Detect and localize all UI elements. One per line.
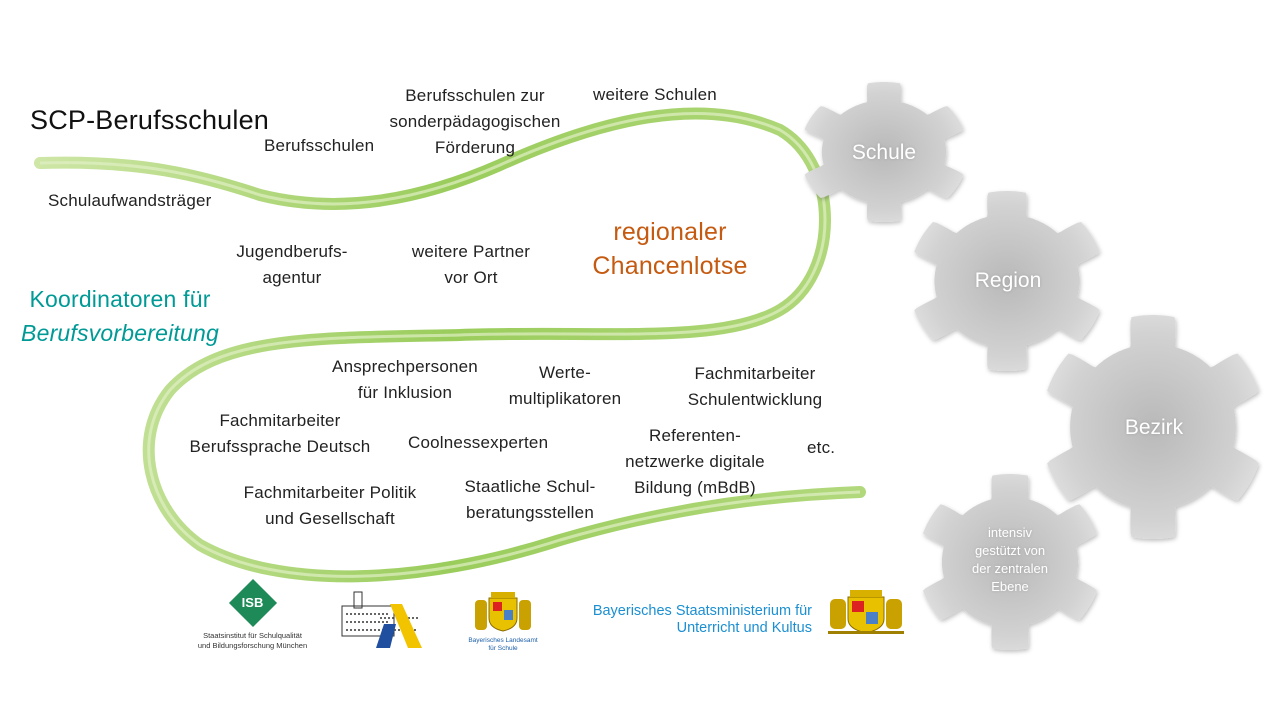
line: und Gesellschaft bbox=[265, 509, 395, 528]
line: Berufsvorbereitung bbox=[21, 320, 219, 346]
line: multiplikatoren bbox=[508, 389, 622, 408]
label-politik: Fachmitarbeiter Politik und Gesellschaft bbox=[225, 480, 435, 532]
line: Förderung bbox=[434, 138, 516, 157]
isb-mark-container: ISB bbox=[228, 578, 278, 628]
gear-icon-bezirk bbox=[1047, 315, 1259, 539]
label-beratung: Staatliche Schul- beratungsstellen bbox=[455, 474, 605, 526]
line: für Schule bbox=[488, 645, 518, 652]
line: Fachmitarbeiter Politik bbox=[243, 483, 417, 502]
landesamt-logo: Bayerisches Landesamt für Schule bbox=[463, 590, 543, 653]
line: der zentralen bbox=[972, 561, 1048, 576]
gear-icon-schule bbox=[804, 82, 964, 222]
line: agentur bbox=[262, 268, 322, 287]
line: intensiv bbox=[987, 525, 1033, 540]
line: netzwerke digitale bbox=[625, 452, 765, 471]
line: Berufsschulen zur bbox=[405, 86, 545, 105]
label-berufsschulen: Berufsschulen bbox=[264, 136, 375, 155]
gear-label-schule: Schule bbox=[851, 141, 917, 164]
gear-label-zentral: intensiv gestützt von der zentralen Eben… bbox=[972, 524, 1048, 596]
line: Chancenlotse bbox=[592, 252, 748, 280]
label-jugendberufsagentur: Jugendberufs- agentur bbox=[222, 239, 362, 291]
isb-logo: ISB Staatsinstitut für Schulqualität und… bbox=[185, 578, 320, 651]
label-chancenlotse: regionaler Chancenlotse bbox=[570, 215, 770, 283]
line: gestützt von bbox=[974, 543, 1046, 558]
isb-mark: ISB bbox=[241, 595, 264, 610]
label-schulentwicklung: Fachmitarbeiter Schulentwicklung bbox=[675, 361, 835, 413]
line: Bildung (mBdB) bbox=[634, 478, 756, 497]
line: Referenten- bbox=[649, 426, 741, 445]
line: Bayerisches Landesamt bbox=[468, 637, 538, 644]
label-werte: Werte- multiplikatoren bbox=[500, 360, 630, 412]
coat-of-arms-icon bbox=[475, 592, 531, 632]
line: Unterricht und Kultus bbox=[676, 620, 812, 636]
line: Werte- bbox=[539, 363, 591, 382]
line: Fachmitarbeiter bbox=[219, 411, 341, 430]
label-etc: etc. bbox=[807, 438, 836, 457]
line: Ansprechpersonen bbox=[332, 357, 478, 376]
line: Ebene bbox=[991, 579, 1029, 594]
line: für Inklusion bbox=[357, 383, 453, 402]
akademie-logo bbox=[341, 591, 422, 648]
label-koordinatoren: Koordinatoren für Berufsvorbereitung bbox=[0, 282, 240, 350]
line: Bayerisches Staatsministerium für bbox=[592, 603, 812, 619]
label-weitere-schulen: weitere Schulen bbox=[593, 85, 717, 104]
ministerium-logo-text: Bayerisches Staatsministerium für Unterr… bbox=[560, 603, 812, 637]
line: Koordinatoren für bbox=[29, 286, 211, 312]
label-schulaufwandstraeger: Schulaufwandsträger bbox=[48, 191, 212, 210]
label-referenten: Referenten- netzwerke digitale Bildung (… bbox=[615, 423, 775, 501]
line: und Bildungsforschung München bbox=[197, 641, 308, 650]
gear-icon-region bbox=[914, 191, 1100, 371]
label-berufssprache: Fachmitarbeiter Berufssprache Deutsch bbox=[180, 408, 380, 460]
line: weitere Partner bbox=[411, 242, 531, 261]
line: regionaler bbox=[613, 218, 727, 246]
label-weitere-partner: weitere Partner vor Ort bbox=[396, 239, 546, 291]
slide-title: SCP-Berufsschulen bbox=[30, 105, 270, 135]
label-inklusion: Ansprechpersonen für Inklusion bbox=[320, 354, 490, 406]
gear-label-region: Region bbox=[974, 269, 1042, 292]
coat-of-arms-icon bbox=[828, 590, 904, 634]
line: Jugendberufs- bbox=[236, 242, 348, 261]
line: Staatsinstitut für Schulqualität bbox=[203, 631, 302, 640]
line: Fachmitarbeiter bbox=[694, 364, 816, 383]
line: Berufssprache Deutsch bbox=[189, 437, 371, 456]
line: vor Ort bbox=[444, 268, 498, 287]
label-bs-foerderung: Berufsschulen zur sonderpädagogischen Fö… bbox=[380, 83, 570, 161]
line: sonderpädagogischen bbox=[389, 112, 561, 131]
label-coolness: Coolnessexperten bbox=[408, 433, 549, 452]
line: beratungsstellen bbox=[466, 503, 594, 522]
isb-caption: Staatsinstitut für Schulqualität und Bil… bbox=[185, 631, 320, 651]
line: Staatliche Schul- bbox=[464, 477, 596, 496]
line: Schulentwicklung bbox=[687, 390, 823, 409]
gear-icon-zentral bbox=[923, 474, 1097, 650]
gear-label-bezirk: Bezirk bbox=[1124, 416, 1184, 439]
